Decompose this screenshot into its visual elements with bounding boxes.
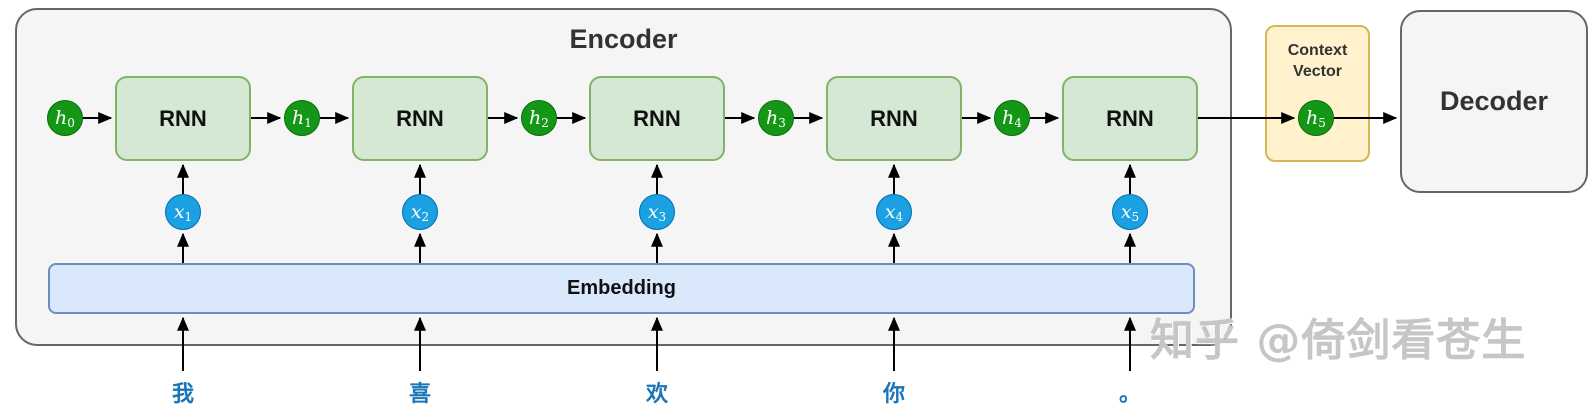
decoder-title: Decoder	[1439, 86, 1549, 116]
embedding-label: Embedding	[567, 277, 676, 299]
watermark: 知乎 @倚剑看苍生	[1150, 315, 1527, 366]
input-token-1: 我	[171, 382, 194, 407]
input-token-3: 欢	[645, 382, 668, 407]
encoder-title: Encoder	[569, 24, 678, 54]
decoder-container: Decoder	[1400, 10, 1588, 193]
rnn-box-4: RNN	[826, 76, 962, 161]
embedding-bar: Embedding	[48, 263, 1195, 314]
input-token-5: 。	[1118, 382, 1141, 407]
rnn-box-5: RNN	[1062, 76, 1198, 161]
input-token-2: 喜	[408, 382, 431, 407]
rnn-box-2: RNN	[352, 76, 488, 161]
context-vector-box: Context Vector	[1265, 25, 1370, 162]
input-token-4: 你	[882, 382, 905, 407]
rnn-box-3: RNN	[589, 76, 725, 161]
rnn-box-1: RNN	[115, 76, 251, 161]
context-vector-label-line1: Context	[1287, 42, 1348, 59]
context-vector-label-line2: Vector	[1293, 63, 1342, 80]
